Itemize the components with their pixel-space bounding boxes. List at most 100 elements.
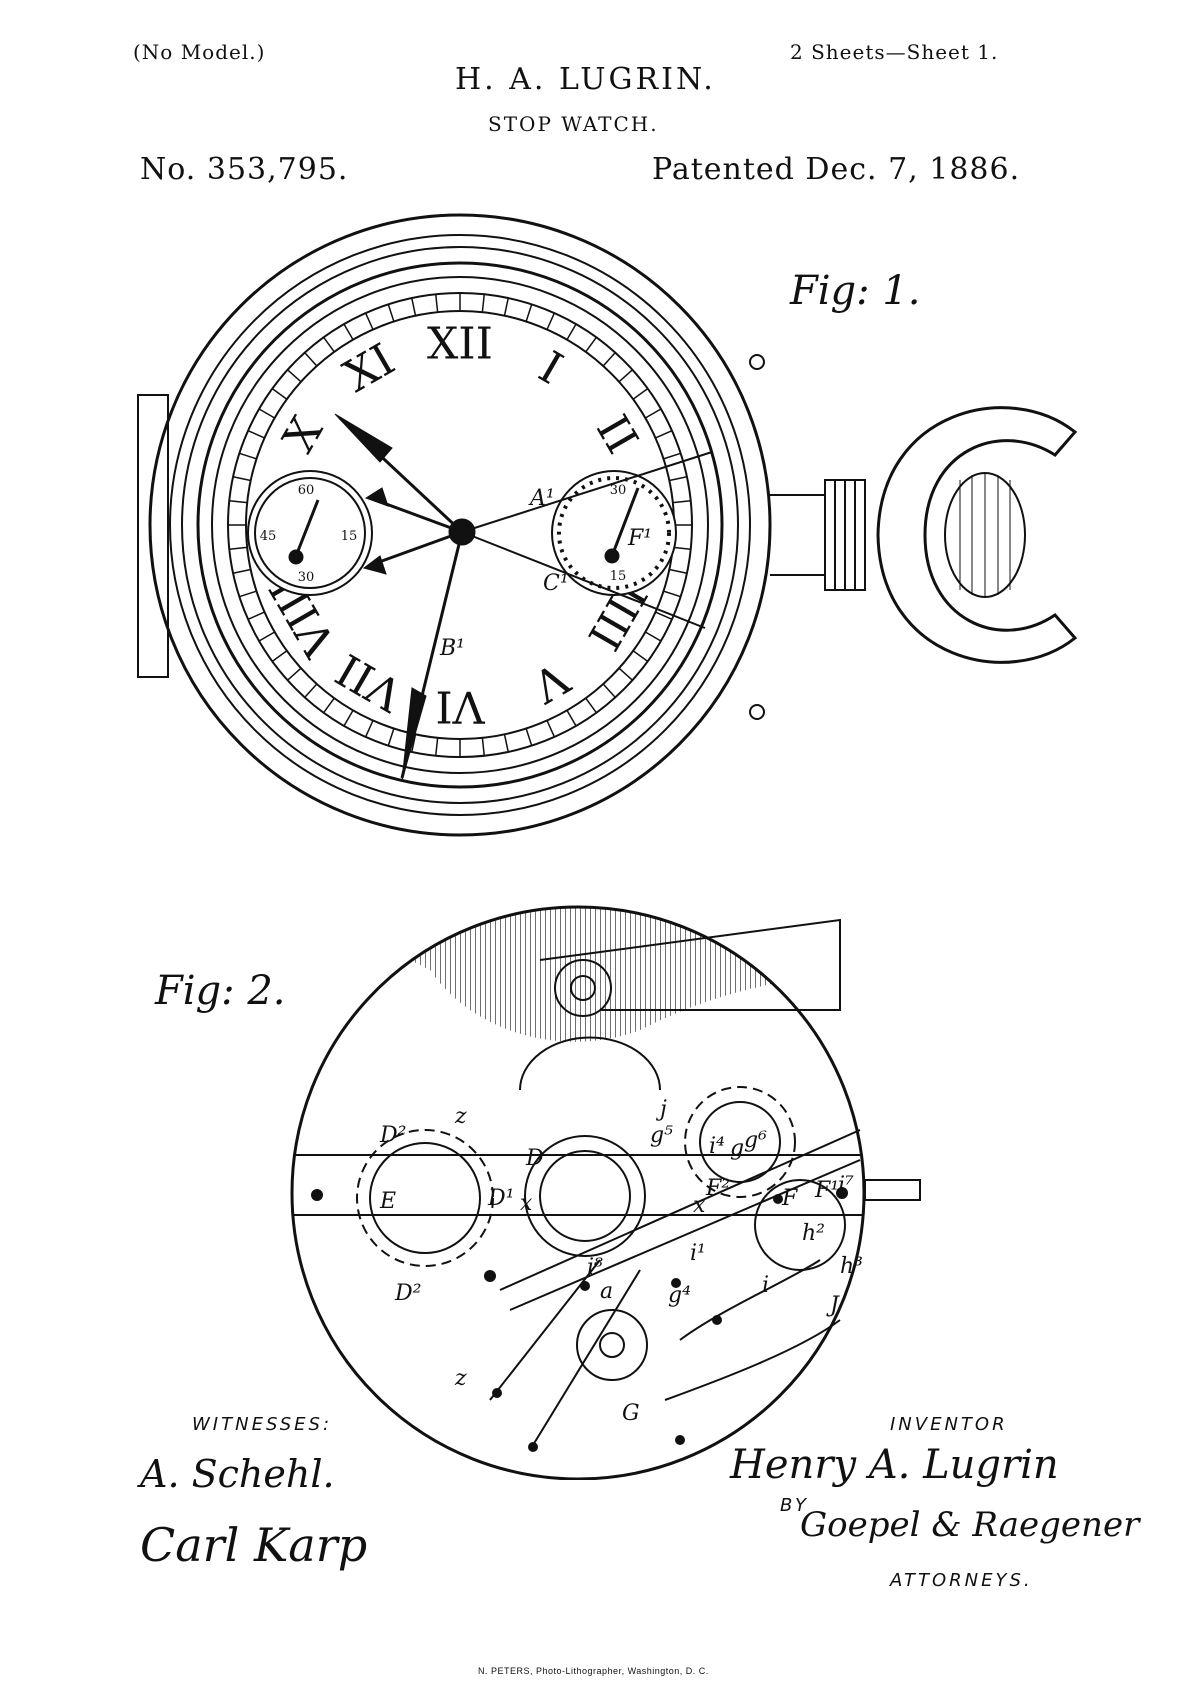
right-subdial-15: 15 [610,569,627,584]
dial-tick [247,611,265,621]
dial-tick [503,297,509,316]
fig2-part-label: F¹ [814,1178,839,1203]
fig2-part-label: i⁴ [709,1134,725,1159]
fig2-part-label: h³ [840,1254,863,1279]
dial-tick [481,737,485,756]
patent-title: STOP WATCH. [488,112,659,136]
dial-tick [618,667,633,681]
fig2-part-label: J [826,1293,840,1318]
roman-numeral: I [530,342,571,395]
fig2-part-label: x [520,1191,533,1216]
dial-tick [323,697,335,714]
dial-tick [585,697,597,714]
dial-tick [672,546,691,550]
dial-tick [287,667,302,681]
dial-tick [644,631,662,642]
left-subdial-30: 30 [298,570,315,585]
inventor-label: INVENTOR [890,1414,1008,1435]
fig2-part-label: E [379,1189,396,1214]
fig2-part-label: F² [705,1176,730,1201]
dial-tick [602,352,616,367]
dial-tick [364,312,374,330]
fig2-part-label: i [762,1273,769,1298]
dial-tick [669,568,688,574]
roman-numeral: X [273,408,333,461]
bridge-bar [292,1154,864,1216]
dial-tick [229,546,248,550]
dial-tick [411,734,417,753]
dial-tick [232,476,251,482]
sheet-count: 2 Sheets—Sheet 1. [790,40,999,64]
fig2-part-label: D¹ [487,1186,514,1211]
fig2-part-label: D² [379,1123,406,1148]
hand-label-a1: A¹ [528,486,555,511]
dial-tick [672,500,691,504]
dial-tick [546,720,556,738]
dial-tick [229,500,248,504]
right-subdial-30: 30 [610,483,627,498]
fig2-part-label: j [655,1097,667,1122]
fig2-part-label: h² [802,1221,825,1246]
fig2-part-label: D [525,1146,544,1171]
dial-tick [546,312,556,330]
inventor-name-heading: H. A. LUGRIN. [455,62,716,97]
roman-numeral: V [523,651,578,712]
dial-tick [271,388,288,400]
fig2-part-label: z [454,1366,467,1391]
fig2-part-label: a [600,1279,613,1304]
left-wheel [356,1129,494,1267]
dial-tick [411,297,417,316]
fig2-part-label: z [454,1104,467,1129]
dial-tick [663,590,681,598]
dial-tick [618,369,633,383]
printer-credit: N. PETERS, Photo-Lithographer, Washingto… [478,1666,709,1676]
dial-tick [566,709,577,727]
dial-tick [602,683,616,698]
fig2-part-label: D² [394,1281,421,1306]
fig2-part-label: i⁸ [587,1255,603,1280]
dial-tick [239,590,257,598]
dial-tick [247,429,265,439]
hand-label-b1: B¹ [439,636,465,661]
fig2-part-label: F [781,1186,798,1211]
left-subdial-15: 15 [341,529,358,544]
dial-tick [669,476,688,482]
dial-tick [632,650,649,662]
dial-tick [632,388,649,400]
roman-numeral: II [586,407,648,463]
dial-tick [387,728,395,746]
fig2-part-label: i⁷ [838,1173,854,1198]
dial-tick [287,369,302,383]
witness-signature-2: Carl Karp [140,1518,368,1572]
patent-date: Patented Dec. 7, 1886. [652,152,1021,187]
fig2-part-label: i¹ [690,1241,706,1266]
attorneys-label: ATTORNEYS. [890,1570,1033,1591]
dial-tick [525,304,533,322]
witness-signature-1: A. Schehl. [140,1452,335,1496]
by-label: BY [780,1495,810,1516]
dial-tick [323,336,335,353]
fig2-part-label: g⁶ [744,1128,767,1153]
outer-case [148,213,772,837]
roman-numeral: XII [427,319,493,370]
left-subdial-45: 45 [260,529,277,544]
dial-tick [435,294,439,313]
dial-tick [481,294,485,313]
dial-tick [566,323,577,341]
case-hinge [137,394,169,678]
ratchet-wheel-g [576,1309,648,1381]
fig2-part-label: G [622,1401,640,1426]
dial-tick [343,323,354,341]
dial-tick [655,611,673,621]
fig2-label: Fig: 2. [155,968,286,1014]
dial-tick [525,728,533,746]
dial-tick [258,631,276,642]
dial-tick [644,408,662,419]
dial-tick [655,429,673,439]
center-wheel [524,1135,646,1257]
fig2-part-label: g⁴ [668,1283,691,1308]
dial-tick [503,734,509,753]
hand-label-c1: C¹ [543,571,569,596]
dial-tick [258,408,276,419]
